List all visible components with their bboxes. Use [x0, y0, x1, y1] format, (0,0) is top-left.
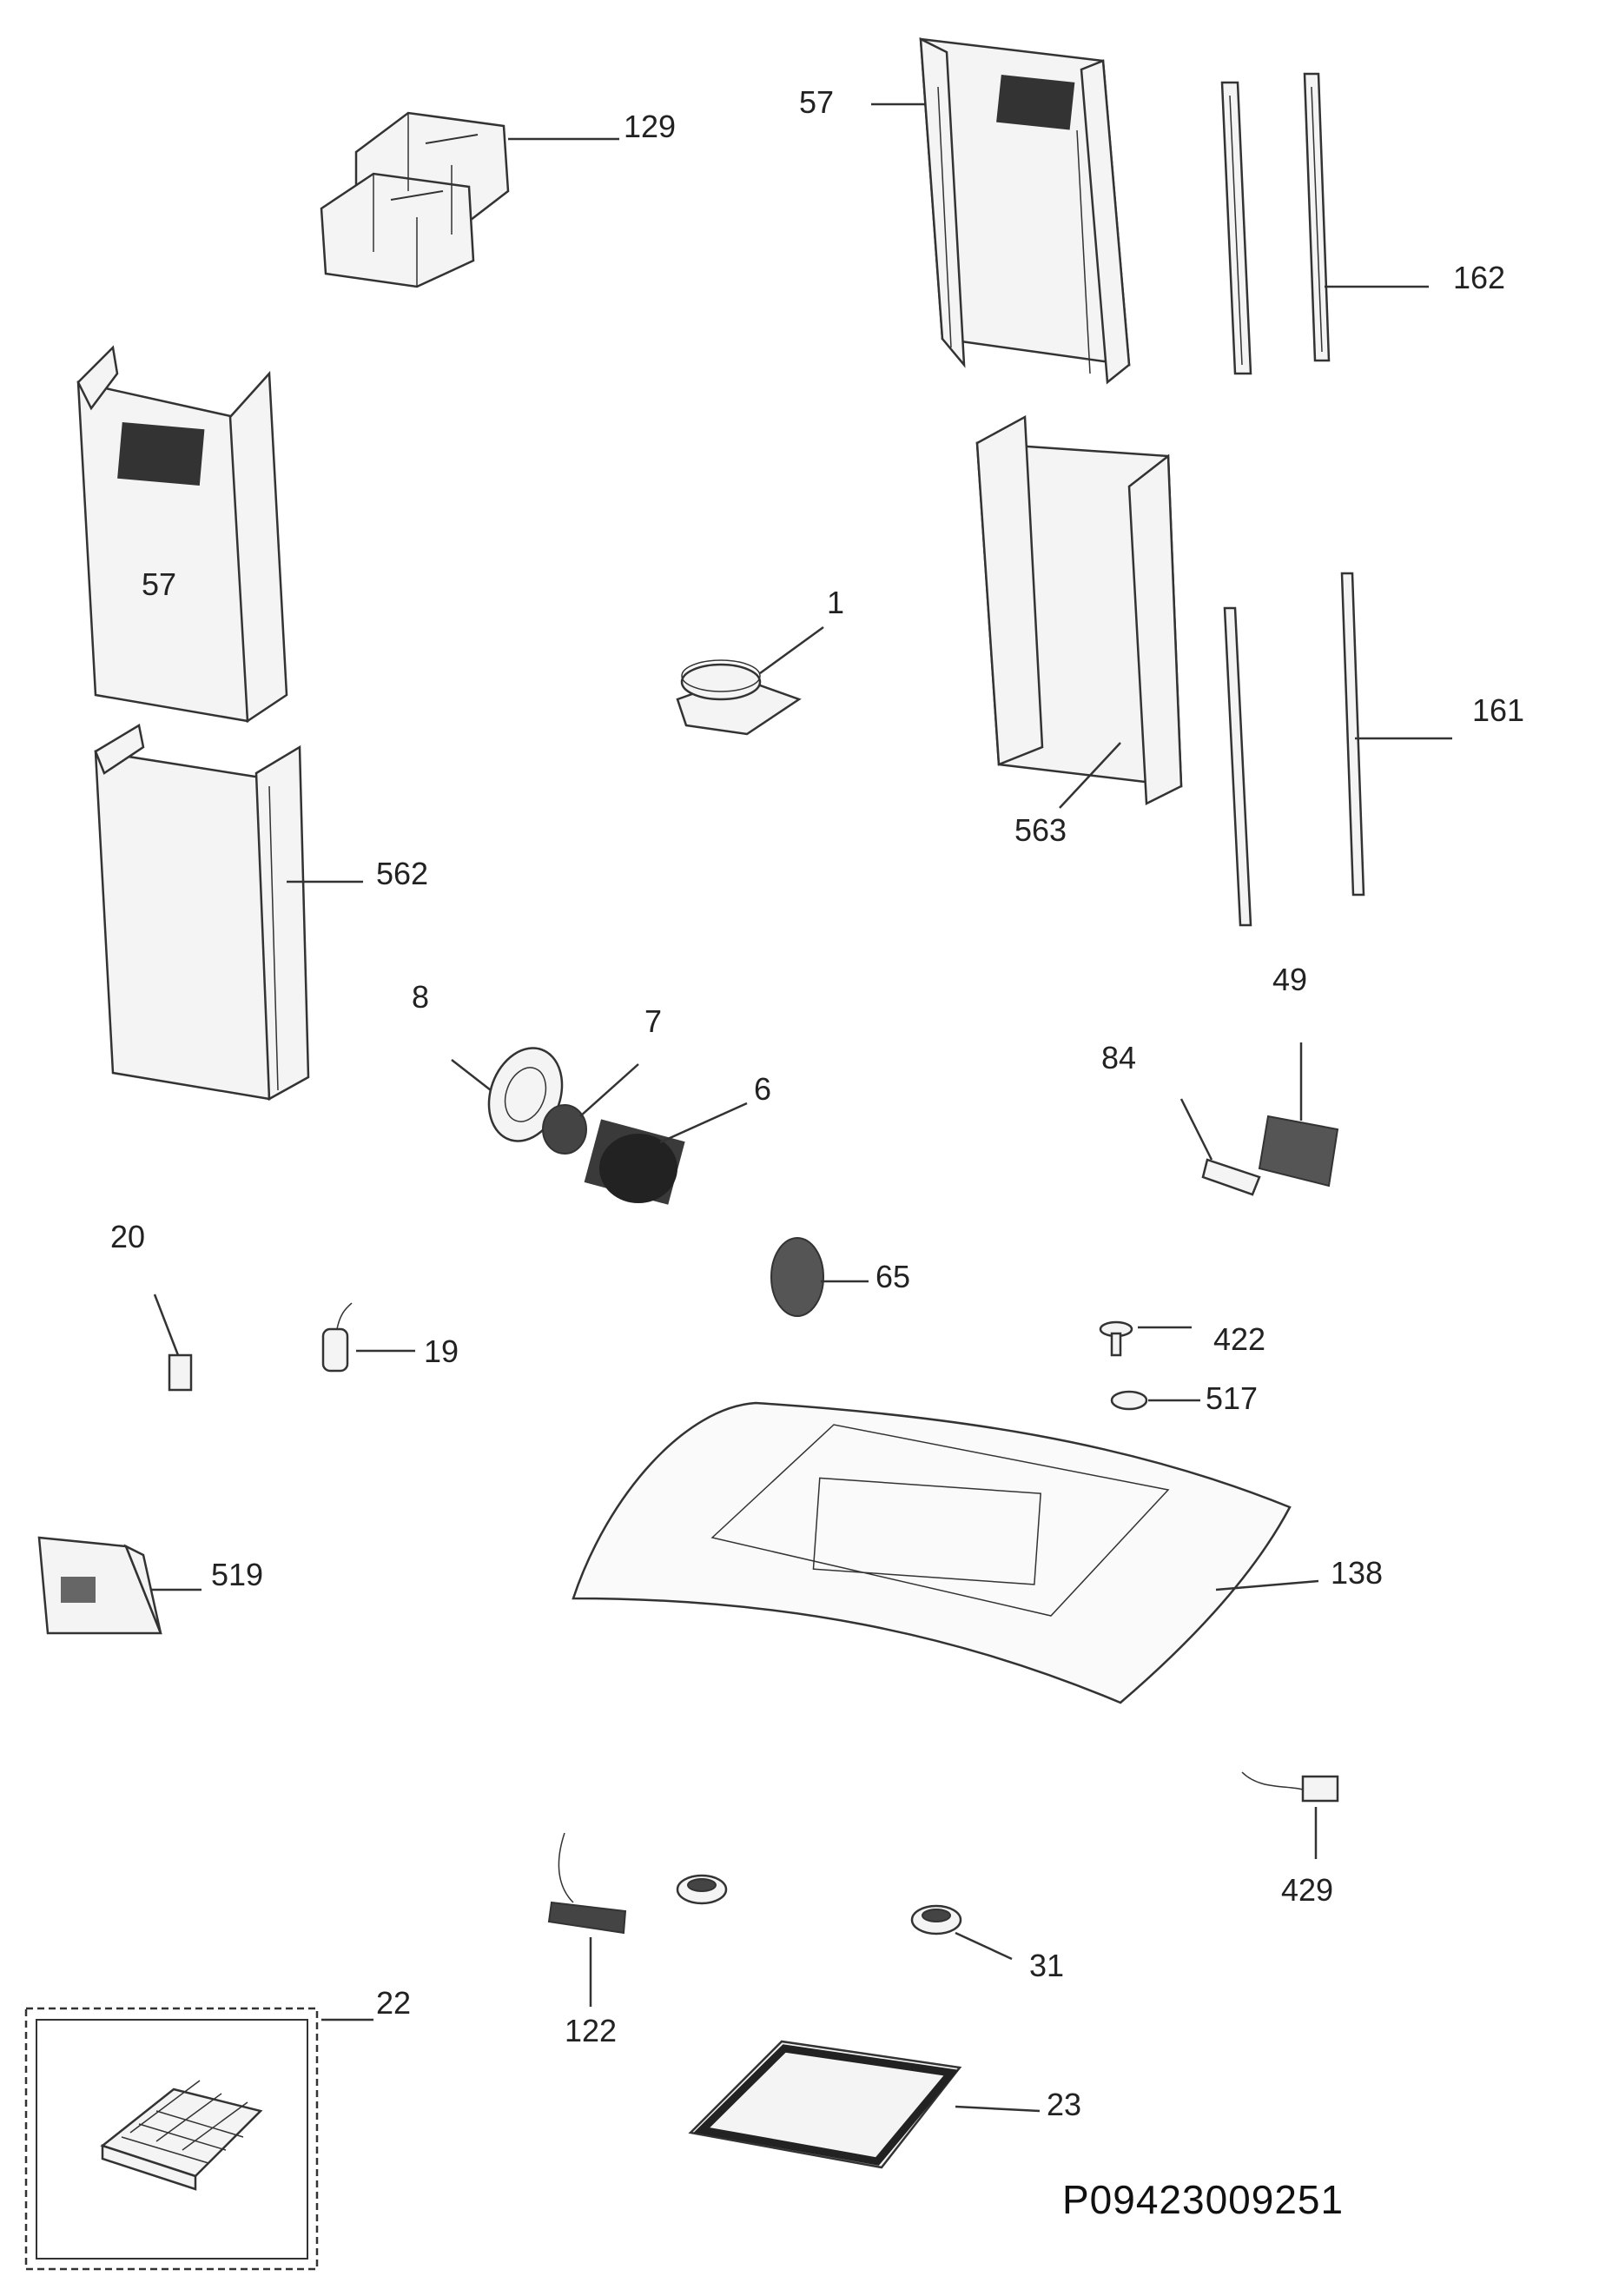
callout-65: 65	[875, 1259, 911, 1294]
callout-8: 8	[412, 979, 430, 1015]
callout-57-left: 57	[142, 566, 177, 602]
callout-20: 20	[110, 1219, 146, 1254]
callout-162: 162	[1453, 260, 1506, 295]
part-161-lower-brackets	[1223, 572, 1452, 927]
callout-429: 429	[1281, 1872, 1334, 1908]
document-id: P09423009251	[1062, 2177, 1345, 2222]
part-7-motor	[542, 1063, 639, 1155]
part-6-fan-wheel	[584, 1102, 748, 1205]
callout-22: 22	[376, 1985, 412, 2021]
part-65-fan-grille	[770, 1237, 869, 1317]
part-122-light-harness	[547, 1832, 627, 2007]
callout-6: 6	[754, 1071, 772, 1107]
callout-161: 161	[1472, 692, 1525, 728]
callout-519: 519	[211, 1557, 264, 1592]
part-23-grease-filter	[688, 2040, 1041, 2169]
part-22-carbon-filter	[24, 2007, 373, 2271]
callout-122: 122	[565, 2013, 618, 2048]
part-519-wall-bracket	[37, 1536, 202, 1635]
part-422-screw	[1099, 1320, 1192, 1357]
part-31-filter-knobs	[676, 1874, 1013, 1961]
callout-57-top: 57	[799, 84, 835, 120]
callout-7: 7	[644, 1003, 663, 1039]
part-19-capacitor	[321, 1302, 415, 1373]
part-1-air-outlet-flange	[676, 625, 824, 736]
part-49-control-board	[1258, 1042, 1339, 1188]
part-57-upper-chimney-left	[76, 345, 288, 724]
part-563-lower-chimney-right	[975, 414, 1183, 809]
part-429-cable-connector	[1241, 1771, 1339, 1859]
callout-23: 23	[1047, 2087, 1082, 2122]
part-84-lamp	[1179, 1098, 1261, 1196]
part-162-mounting-brackets	[1220, 72, 1429, 375]
callout-422: 422	[1213, 1321, 1266, 1357]
part-138-glass-canopy	[572, 1401, 1319, 1704]
callout-19: 19	[424, 1333, 459, 1369]
callout-129: 129	[624, 109, 677, 144]
callout-563: 563	[1014, 812, 1067, 848]
part-57-upper-chimney-top	[871, 36, 1131, 385]
callout-1: 1	[827, 585, 845, 620]
callout-84: 84	[1101, 1040, 1137, 1075]
callout-138: 138	[1331, 1555, 1384, 1591]
callout-49: 49	[1272, 962, 1308, 997]
callout-562: 562	[376, 856, 429, 891]
part-562-lower-chimney-left	[94, 724, 363, 1102]
part-20-switch	[153, 1294, 193, 1392]
part-129-duct-connector	[320, 111, 619, 288]
callout-517: 517	[1206, 1380, 1259, 1416]
part-517-button	[1110, 1390, 1200, 1411]
callout-31: 31	[1029, 1948, 1065, 1983]
